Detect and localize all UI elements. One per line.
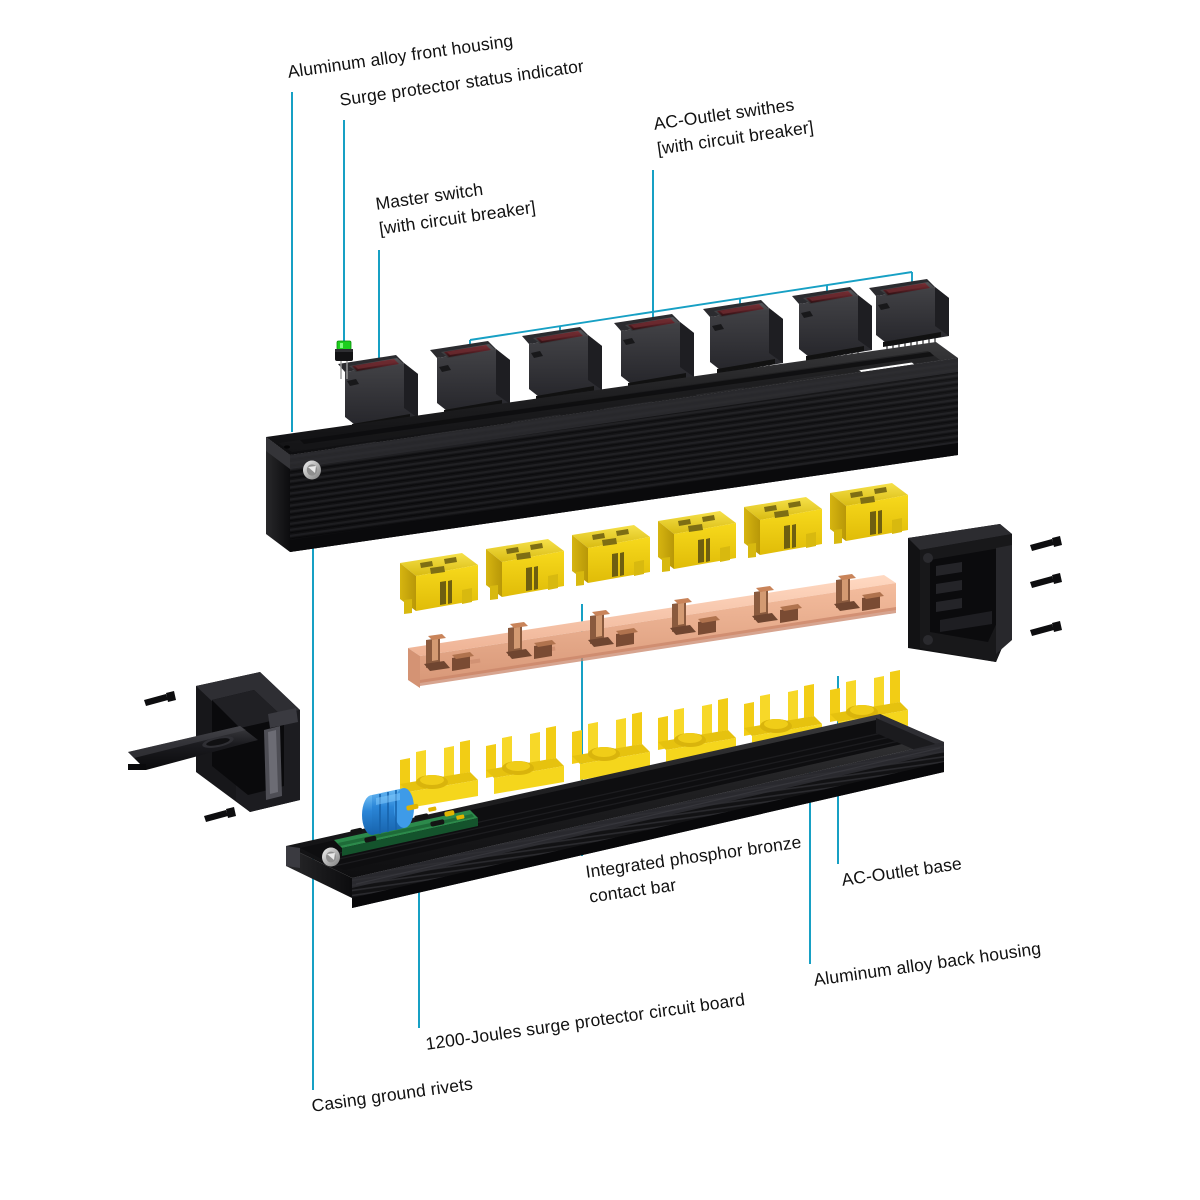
contact-clip-6	[834, 574, 884, 611]
contact-bar-part	[408, 574, 896, 688]
screw-l1	[144, 691, 176, 706]
circuit-board-part	[334, 788, 478, 856]
switch-ac-5	[792, 287, 872, 368]
mov-capacitors	[362, 788, 414, 835]
switch-ac-2	[522, 327, 602, 408]
front-housing-part	[266, 342, 958, 552]
outlet-base-3	[572, 712, 650, 780]
screw-r3	[1030, 621, 1062, 636]
outlet-face-row	[400, 483, 908, 614]
outlet-face-4	[658, 511, 736, 572]
right-end-cap	[908, 524, 1012, 662]
ground-rivet-front	[303, 460, 321, 480]
leader-lines	[291, 92, 839, 1090]
screw-r2	[1030, 573, 1062, 588]
contact-clip-1	[424, 634, 474, 671]
status-led-indicator	[335, 340, 353, 379]
switch-ac-6	[869, 279, 949, 354]
outlet-face-3	[572, 525, 650, 586]
switch-row	[338, 279, 949, 436]
switch-master	[338, 355, 418, 436]
screw-l2	[204, 807, 236, 822]
contact-clip-4	[670, 598, 720, 635]
outlet-face-2	[486, 539, 564, 600]
contact-clip-2	[506, 622, 556, 659]
ground-rivet-back	[322, 847, 340, 867]
contact-clip-3	[588, 610, 638, 647]
back-housing-part	[286, 714, 944, 908]
outlet-face-6	[830, 483, 908, 544]
outlet-base-2	[486, 726, 564, 794]
outlet-base-1	[400, 740, 478, 808]
contact-clip-5	[752, 586, 802, 623]
screw-r1	[1030, 536, 1062, 551]
outlet-base-row	[400, 670, 908, 808]
right-screws	[1030, 536, 1062, 636]
left-end-cap	[128, 672, 300, 812]
switch-ac-4	[703, 300, 783, 381]
outlet-face-5	[744, 497, 822, 558]
left-screws	[144, 691, 236, 822]
outlet-face-1	[400, 553, 478, 614]
